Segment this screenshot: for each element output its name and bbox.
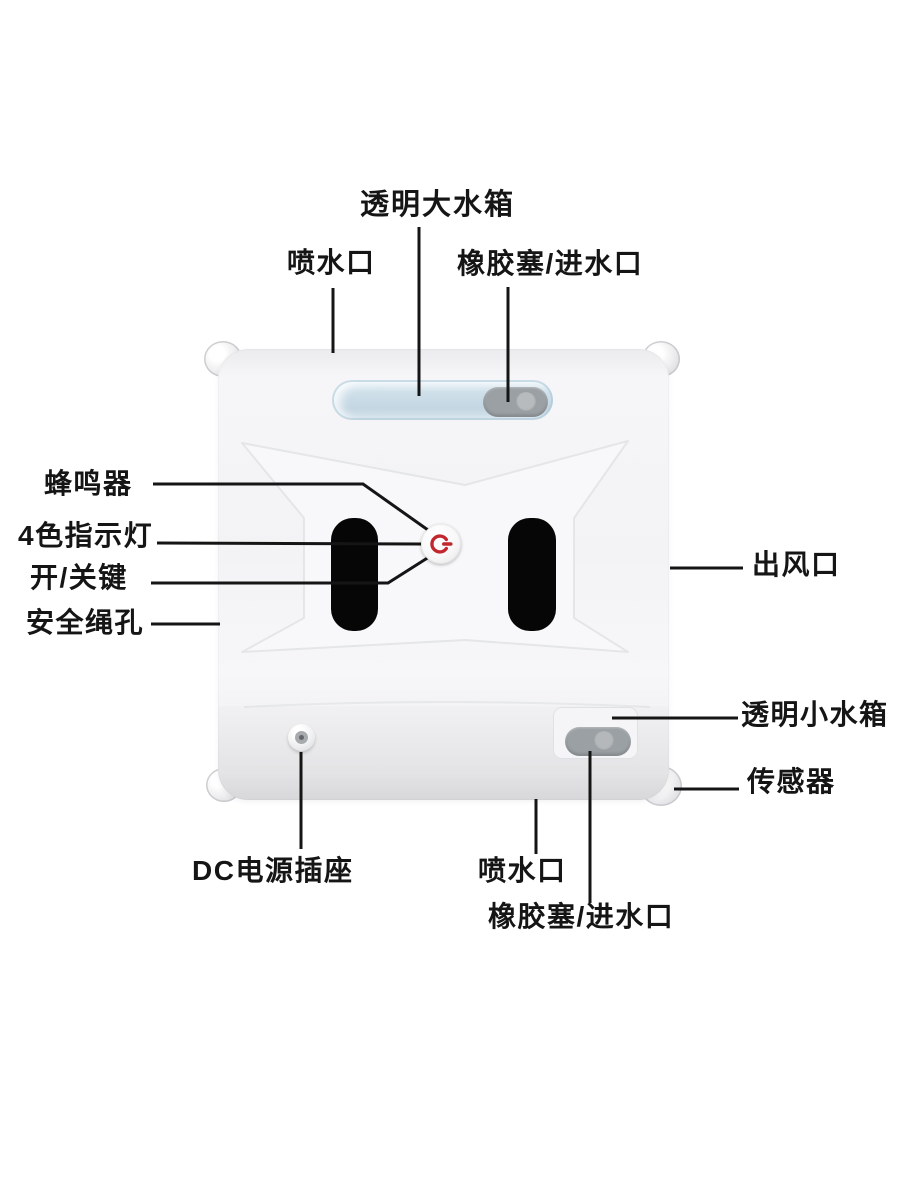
- leader-power-key: [151, 555, 430, 585]
- callout-air-outlet: 出风口: [752, 549, 841, 580]
- front-band-crease: [243, 701, 651, 708]
- callout-spray-port-bottom: 喷水口: [478, 855, 567, 886]
- rubber-plug-bottom-knob: [594, 731, 614, 751]
- callout-indicator-light: 4色指示灯: [18, 520, 154, 551]
- callout-buzzer: 蜂鸣器: [44, 468, 133, 499]
- dc-power-socket: [288, 724, 315, 751]
- callout-safety-rope-hole: 安全绳孔: [26, 607, 145, 638]
- rubber-plug-bottom: [565, 727, 631, 756]
- rubber-plug-top: [483, 387, 548, 417]
- callout-spray-port-top: 喷水口: [287, 247, 376, 278]
- power-icon: [430, 534, 453, 554]
- leader-buzzer: [153, 482, 429, 532]
- callout-rubber-plug-inlet-bottom: 橡胶塞/进水口: [488, 901, 675, 932]
- power-button: [421, 524, 461, 564]
- callout-small-water-tank: 透明小水箱: [741, 699, 889, 730]
- callout-power-key: 开/关键: [30, 562, 128, 593]
- callout-sensor: 传感器: [747, 766, 836, 797]
- callout-large-water-tank: 透明大水箱: [360, 189, 516, 221]
- rubber-plug-top-knob: [516, 392, 536, 412]
- callout-rubber-plug-inlet-top: 橡胶塞/进水口: [457, 248, 644, 279]
- dc-socket-pin: [299, 735, 304, 740]
- facet-crease-line: [241, 440, 629, 653]
- left-cleaning-pad: [331, 518, 378, 631]
- right-cleaning-pad: [508, 518, 556, 631]
- callout-dc-power-socket: DC电源插座: [192, 855, 354, 886]
- leader-indicator-light: [156, 541, 423, 546]
